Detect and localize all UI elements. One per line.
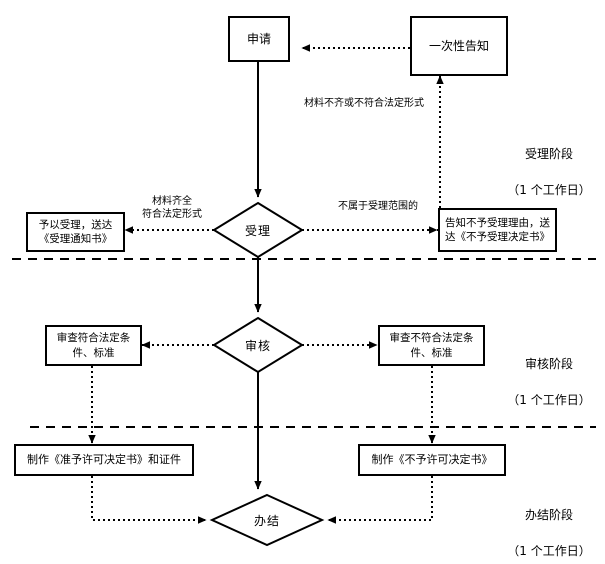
stage-label-accept: 受理阶段 （1 个工作日） xyxy=(497,127,601,217)
node-review-pass-label: 审查符合法定条 件、标准 xyxy=(56,332,131,359)
node-accept-yes-label: 予以受理，送达 《受理通知书》 xyxy=(38,218,113,245)
node-finish[interactable]: 办结 xyxy=(212,495,322,545)
stage-label-review: 审核阶段 （1 个工作日） xyxy=(497,337,601,427)
node-one-time-notice[interactable]: 一次性告知 xyxy=(410,16,508,76)
node-accept-no[interactable]: 告知不予受理理由，送 达《不予受理决定书》 xyxy=(438,208,557,252)
node-review-label: 审核 xyxy=(244,338,271,353)
node-accept-no-label: 告知不予受理理由，送 达《不予受理决定书》 xyxy=(445,216,550,243)
edge-make-permit-to-finish xyxy=(91,476,207,524)
stage-review-name: 审核阶段 xyxy=(524,357,573,371)
edge-label-out-of-scope: 不属于受理范围的 xyxy=(338,201,418,212)
stage-accept-duration: （1 个工作日） xyxy=(507,183,591,197)
node-finish-label: 办结 xyxy=(253,513,280,528)
node-accept[interactable]: 受理 xyxy=(214,203,302,257)
node-accept-label: 受理 xyxy=(244,223,271,238)
node-review[interactable]: 审核 xyxy=(214,318,302,372)
node-make-deny[interactable]: 制作《不予许可决定书》 xyxy=(358,444,506,476)
node-make-deny-label: 制作《不予许可决定书》 xyxy=(371,452,493,466)
node-review-pass[interactable]: 审查符合法定条 件、标准 xyxy=(45,325,142,366)
node-review-fail[interactable]: 审查不符合法定条 件、标准 xyxy=(378,325,485,366)
edge-label-materials-complete: 材料齐全 符合法定形式 xyxy=(142,196,202,220)
node-make-permit-label: 制作《准予许可决定书》和证件 xyxy=(27,452,181,466)
node-review-fail-label: 审查不符合法定条 件、标准 xyxy=(389,332,474,359)
edge-make-deny-to-finish xyxy=(327,476,433,524)
node-apply[interactable]: 申请 xyxy=(228,16,290,62)
stage-finish-name: 办结阶段 xyxy=(524,508,573,522)
stage-finish-duration: （1 个工作日） xyxy=(507,544,591,558)
node-apply-label: 申请 xyxy=(246,31,271,46)
stage-review-duration: （1 个工作日） xyxy=(507,393,591,407)
node-make-permit[interactable]: 制作《准予许可决定书》和证件 xyxy=(14,444,194,476)
node-accept-yes[interactable]: 予以受理，送达 《受理通知书》 xyxy=(26,212,125,252)
edge-label-materials-incomplete: 材料不齐或不符合法定形式 xyxy=(304,98,424,109)
stage-label-finish: 办结阶段 （1 个工作日） xyxy=(497,488,601,564)
node-one-time-notice-label: 一次性告知 xyxy=(428,38,489,53)
stage-accept-name: 受理阶段 xyxy=(524,147,573,161)
